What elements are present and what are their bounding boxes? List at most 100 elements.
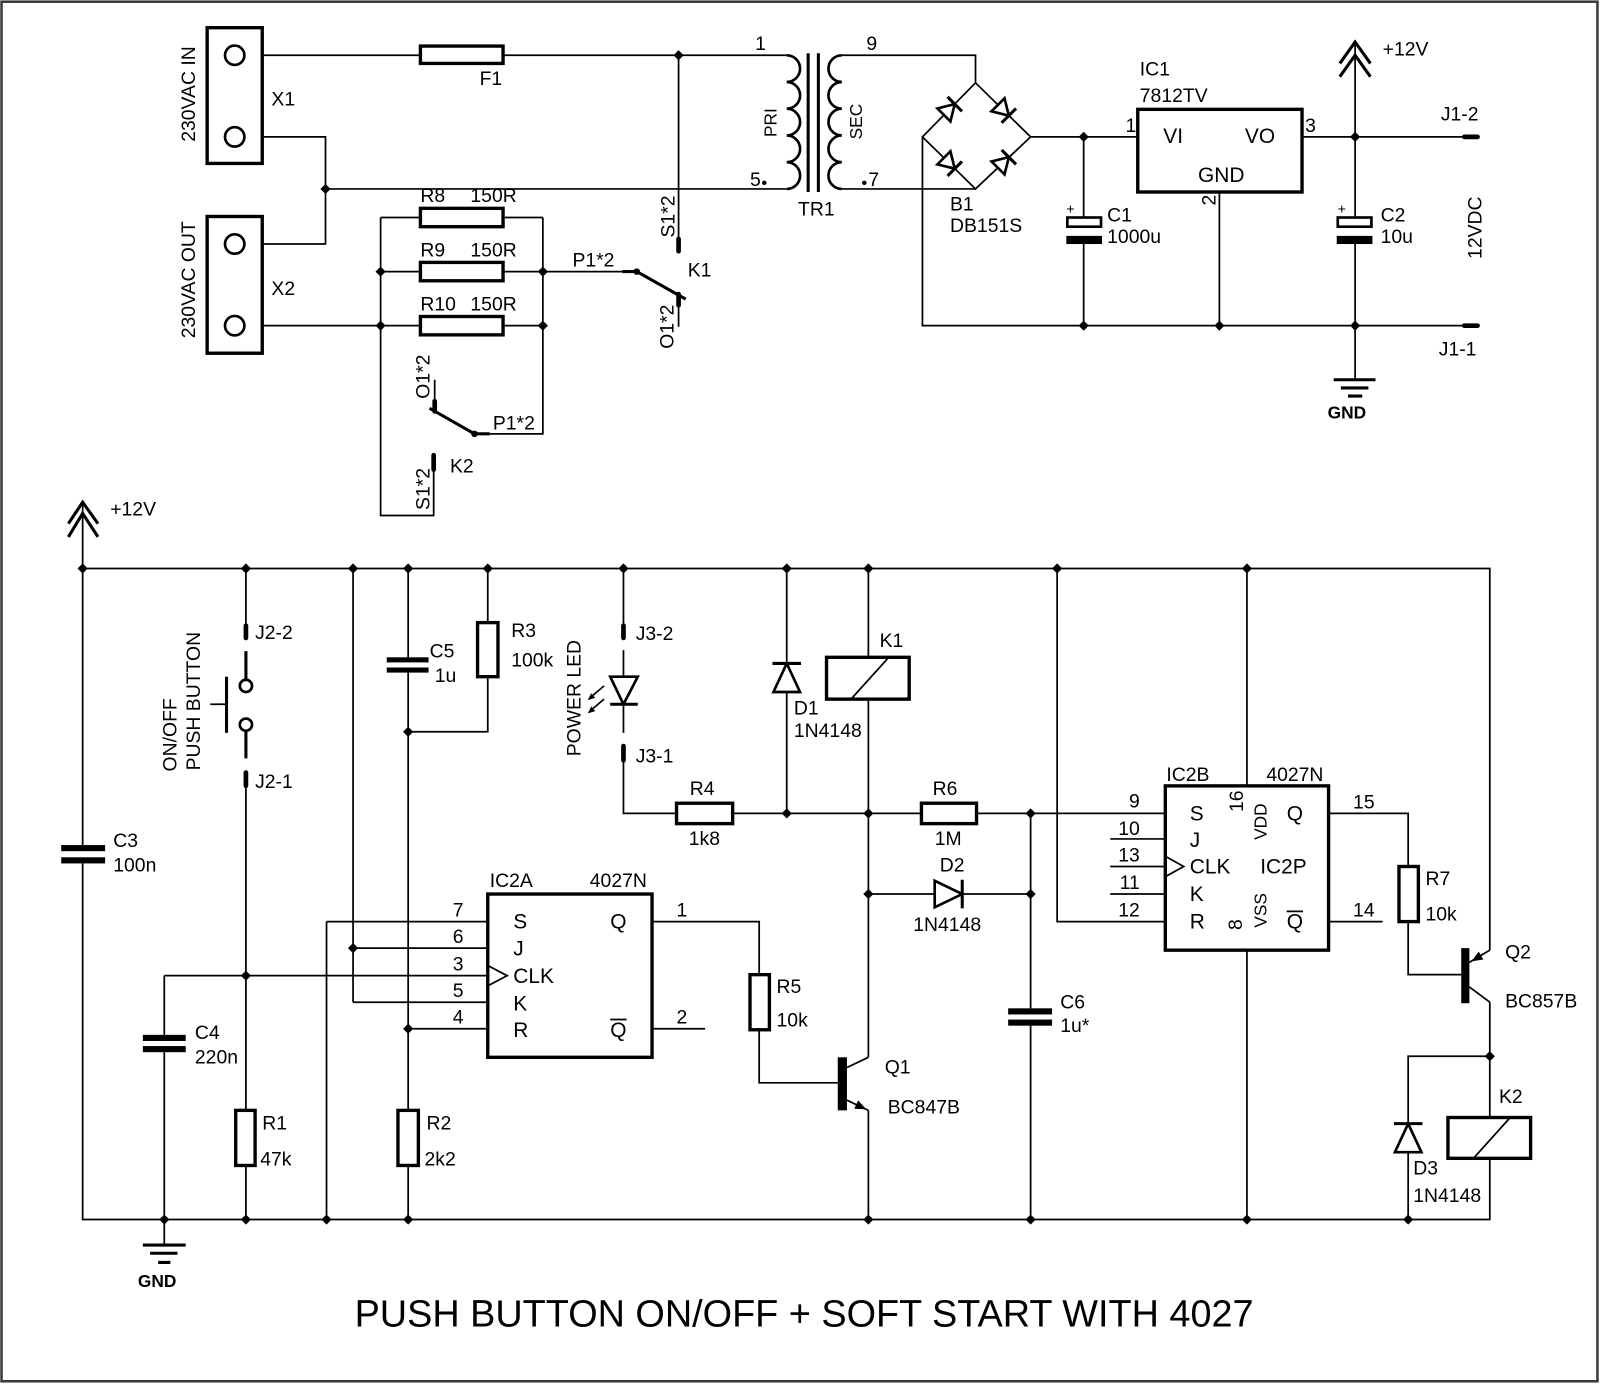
relay-k1-common-label: P1*2 [572,249,614,271]
resistor-r1: R1 47k [234,1108,292,1170]
light-arrowhead-icon [587,693,596,701]
ic2b-value: 4027N [1266,764,1323,786]
capacitor-plate-icon [1008,1008,1053,1015]
ic2a-label-s: S [513,911,527,934]
k2-ref: K2 [1499,1086,1523,1108]
button-label-onoff: ON/OFF [160,698,182,771]
output-connector-j1: J1-2 J1-1 12VDC [1439,104,1487,361]
d1-ref: D1 [794,697,819,719]
output-voltage-label: 12VDC [1465,196,1487,258]
schematic-title: PUSH BUTTON ON/OFF + SOFT START WITH 402… [355,1293,1254,1335]
ic2b-power-ref: IC2P [1260,856,1306,879]
relay-k2-common-label: P1*2 [493,413,535,435]
ground-label: GND [1328,403,1367,423]
d2-value: 1N4148 [913,914,981,936]
psu-section: B1 DB151S IC1 7812TV 1 3 2 VI VO GND + C… [841,38,1487,423]
r5-value: 10k [777,1010,809,1032]
ic2b-label-qbar: Q [1287,911,1303,934]
ic2a-pin-qbar: 2 [677,1007,688,1029]
r7-ref: R7 [1426,868,1451,890]
capacitor-plate-icon [1336,235,1373,245]
button-terminal-icon [238,678,254,694]
regulator-ic1: IC1 7812TV 1 3 2 VI VO GND [1126,59,1316,206]
ic2a-label-j: J [513,937,523,960]
r6-value: 1M [935,828,962,850]
ic2a-pin-r: 4 [453,1007,464,1029]
ic2a-pin-clk: 3 [453,954,464,976]
resistor-icon [475,620,500,679]
ic2b-pin-j: 10 [1118,818,1140,840]
connector-x1-label: 230VAC IN [178,46,200,141]
r1-value: 47k [260,1148,292,1170]
bridge-outline [921,81,1032,191]
wire-q2-drive [1328,812,1491,1124]
wire-ic2a-inputs [326,672,489,1111]
led-label: POWER LED [564,640,586,756]
emitter-arrow-icon [854,1100,867,1110]
r3-ref: R3 [511,620,536,642]
wire-mains-live [244,54,787,238]
resistor-r10: R10 150R [418,293,517,337]
diode-icon [988,148,1018,178]
c4-value: 220n [195,1046,238,1068]
connector-x1: 230VAC IN X1 [178,26,295,166]
relay-k2-coil: K2 [1446,1086,1533,1161]
power-arrow-icon [1338,39,1372,78]
ic2b-pin-k: 11 [1120,872,1140,894]
k1-ref: K1 [880,630,904,652]
j1-2-label: J1-2 [1441,104,1479,126]
ic1-pin-2: 2 [1198,195,1220,206]
transistor-base-icon [1461,948,1470,1004]
r3-value: 100k [511,649,553,671]
q2-value: BC857B [1505,990,1577,1012]
tr1-pin-5: 5 [750,169,761,191]
ic2b-ref: IC2B [1166,764,1209,786]
primary-winding-icon [786,53,802,191]
switch-pivot-icon [633,268,640,275]
r2-value: 2k2 [424,1148,455,1170]
ic2b-label-r: R [1190,911,1205,934]
bridge-b1-value: DB151S [950,215,1022,237]
j1-1-label: J1-1 [1439,338,1477,360]
wire-button-clock [163,787,488,1111]
transistor-q1: Q1 BC847B [837,1056,960,1118]
wire-ic2b-stubs [1110,838,1383,923]
ic2b-vdd-label: VDD [1250,803,1270,840]
ic1-pin-3: 3 [1305,115,1316,137]
wire-load-return [244,216,623,517]
wire-q1-drive [653,920,838,1084]
d3-ref: D3 [1413,1158,1438,1180]
diode-d2: D2 1N4148 [913,855,981,936]
capacitor-plate-icon [142,1046,186,1053]
ic2b-label-s: S [1190,803,1204,826]
resistor-icon [1397,864,1421,924]
relay-coil-icon [824,655,911,701]
r7-value: 10k [1426,904,1458,926]
c4-ref: C4 [195,1022,220,1044]
r5-ref: R5 [777,976,802,998]
relay-k2-o-label: O1*2 [413,355,435,399]
ic1-gnd-label: GND [1198,164,1244,187]
relay-k1-contact-ref: K1 [688,260,712,282]
resistor-icon [418,206,505,229]
resistor-icon [748,972,772,1032]
resistor-r9-value: 150R [470,239,516,261]
capacitor-c3: C3 100n [61,830,156,877]
transistor-q2: Q2 BC857B [1461,941,1577,1012]
c5-ref: C5 [430,640,455,662]
ic2b-label-k: K [1190,883,1204,906]
tr1-pin-1: 1 [755,33,766,55]
resistor-r3: R3 100k [475,620,554,679]
button-terminal-icon [238,717,254,733]
r2-ref: R2 [427,1113,452,1135]
ic2a-pin-j: 6 [453,926,464,948]
control-section: +12V C3 100n J2-2 J2-1 ON/OFF PUSH BUTTO… [61,498,1577,1291]
d3-value: 1N4148 [1413,1185,1481,1207]
ic1-pin-1: 1 [1126,115,1137,137]
resistor-r10-value: 150R [470,293,516,315]
ic2b-pin-s: 9 [1129,790,1140,812]
ic2a-body [486,892,654,1059]
q1-ref: Q1 [885,1057,911,1079]
resistor-icon [396,1108,421,1168]
